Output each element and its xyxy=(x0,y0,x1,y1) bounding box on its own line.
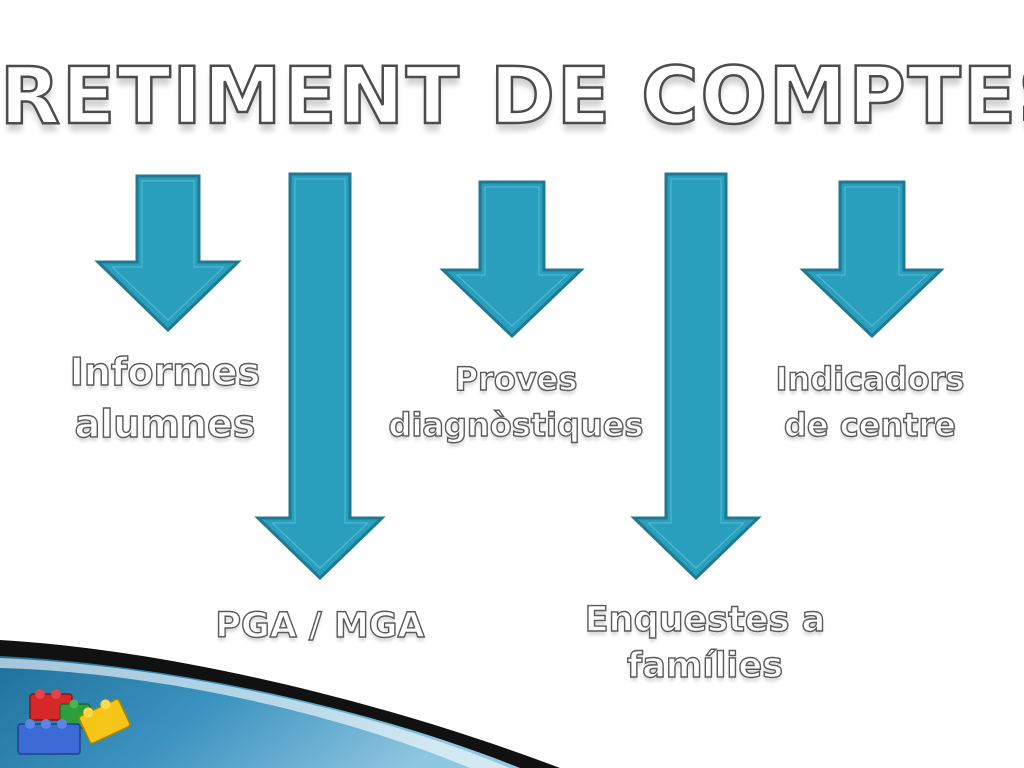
label-proves-diagnostiques: Proves diagnòstiques xyxy=(388,359,644,444)
label-enquestes-families: Enquestes a famílies xyxy=(584,599,826,686)
arrow-pga-mga-highlight xyxy=(270,178,370,569)
arrow-informes-alumnes-highlight xyxy=(110,180,226,321)
label-informes-alumnes: Informes alumnes xyxy=(69,349,261,446)
arrow-indicadors-de-centre xyxy=(799,180,945,339)
white-swoosh-line xyxy=(0,658,510,768)
label-indicadors-de-centre: Indicadors de centre xyxy=(775,359,965,444)
arrow-indicadors-de-centre-highlight xyxy=(815,186,929,327)
arrow-pga-mga xyxy=(254,172,386,581)
black-swoosh-line xyxy=(0,640,560,768)
slide-title: RETIMENT DE COMPTES: xyxy=(0,51,1024,144)
arrow-enquestes-families-highlight xyxy=(646,178,746,569)
arrow-enquestes-families xyxy=(630,172,762,581)
lego-bricks-icon xyxy=(17,689,131,755)
arrow-proves-diagnostiques-highlight xyxy=(455,186,569,327)
label-pga-mga: PGA / MGA xyxy=(215,605,426,646)
arrow-informes-alumnes xyxy=(94,174,242,333)
arrow-proves-diagnostiques xyxy=(439,180,585,339)
